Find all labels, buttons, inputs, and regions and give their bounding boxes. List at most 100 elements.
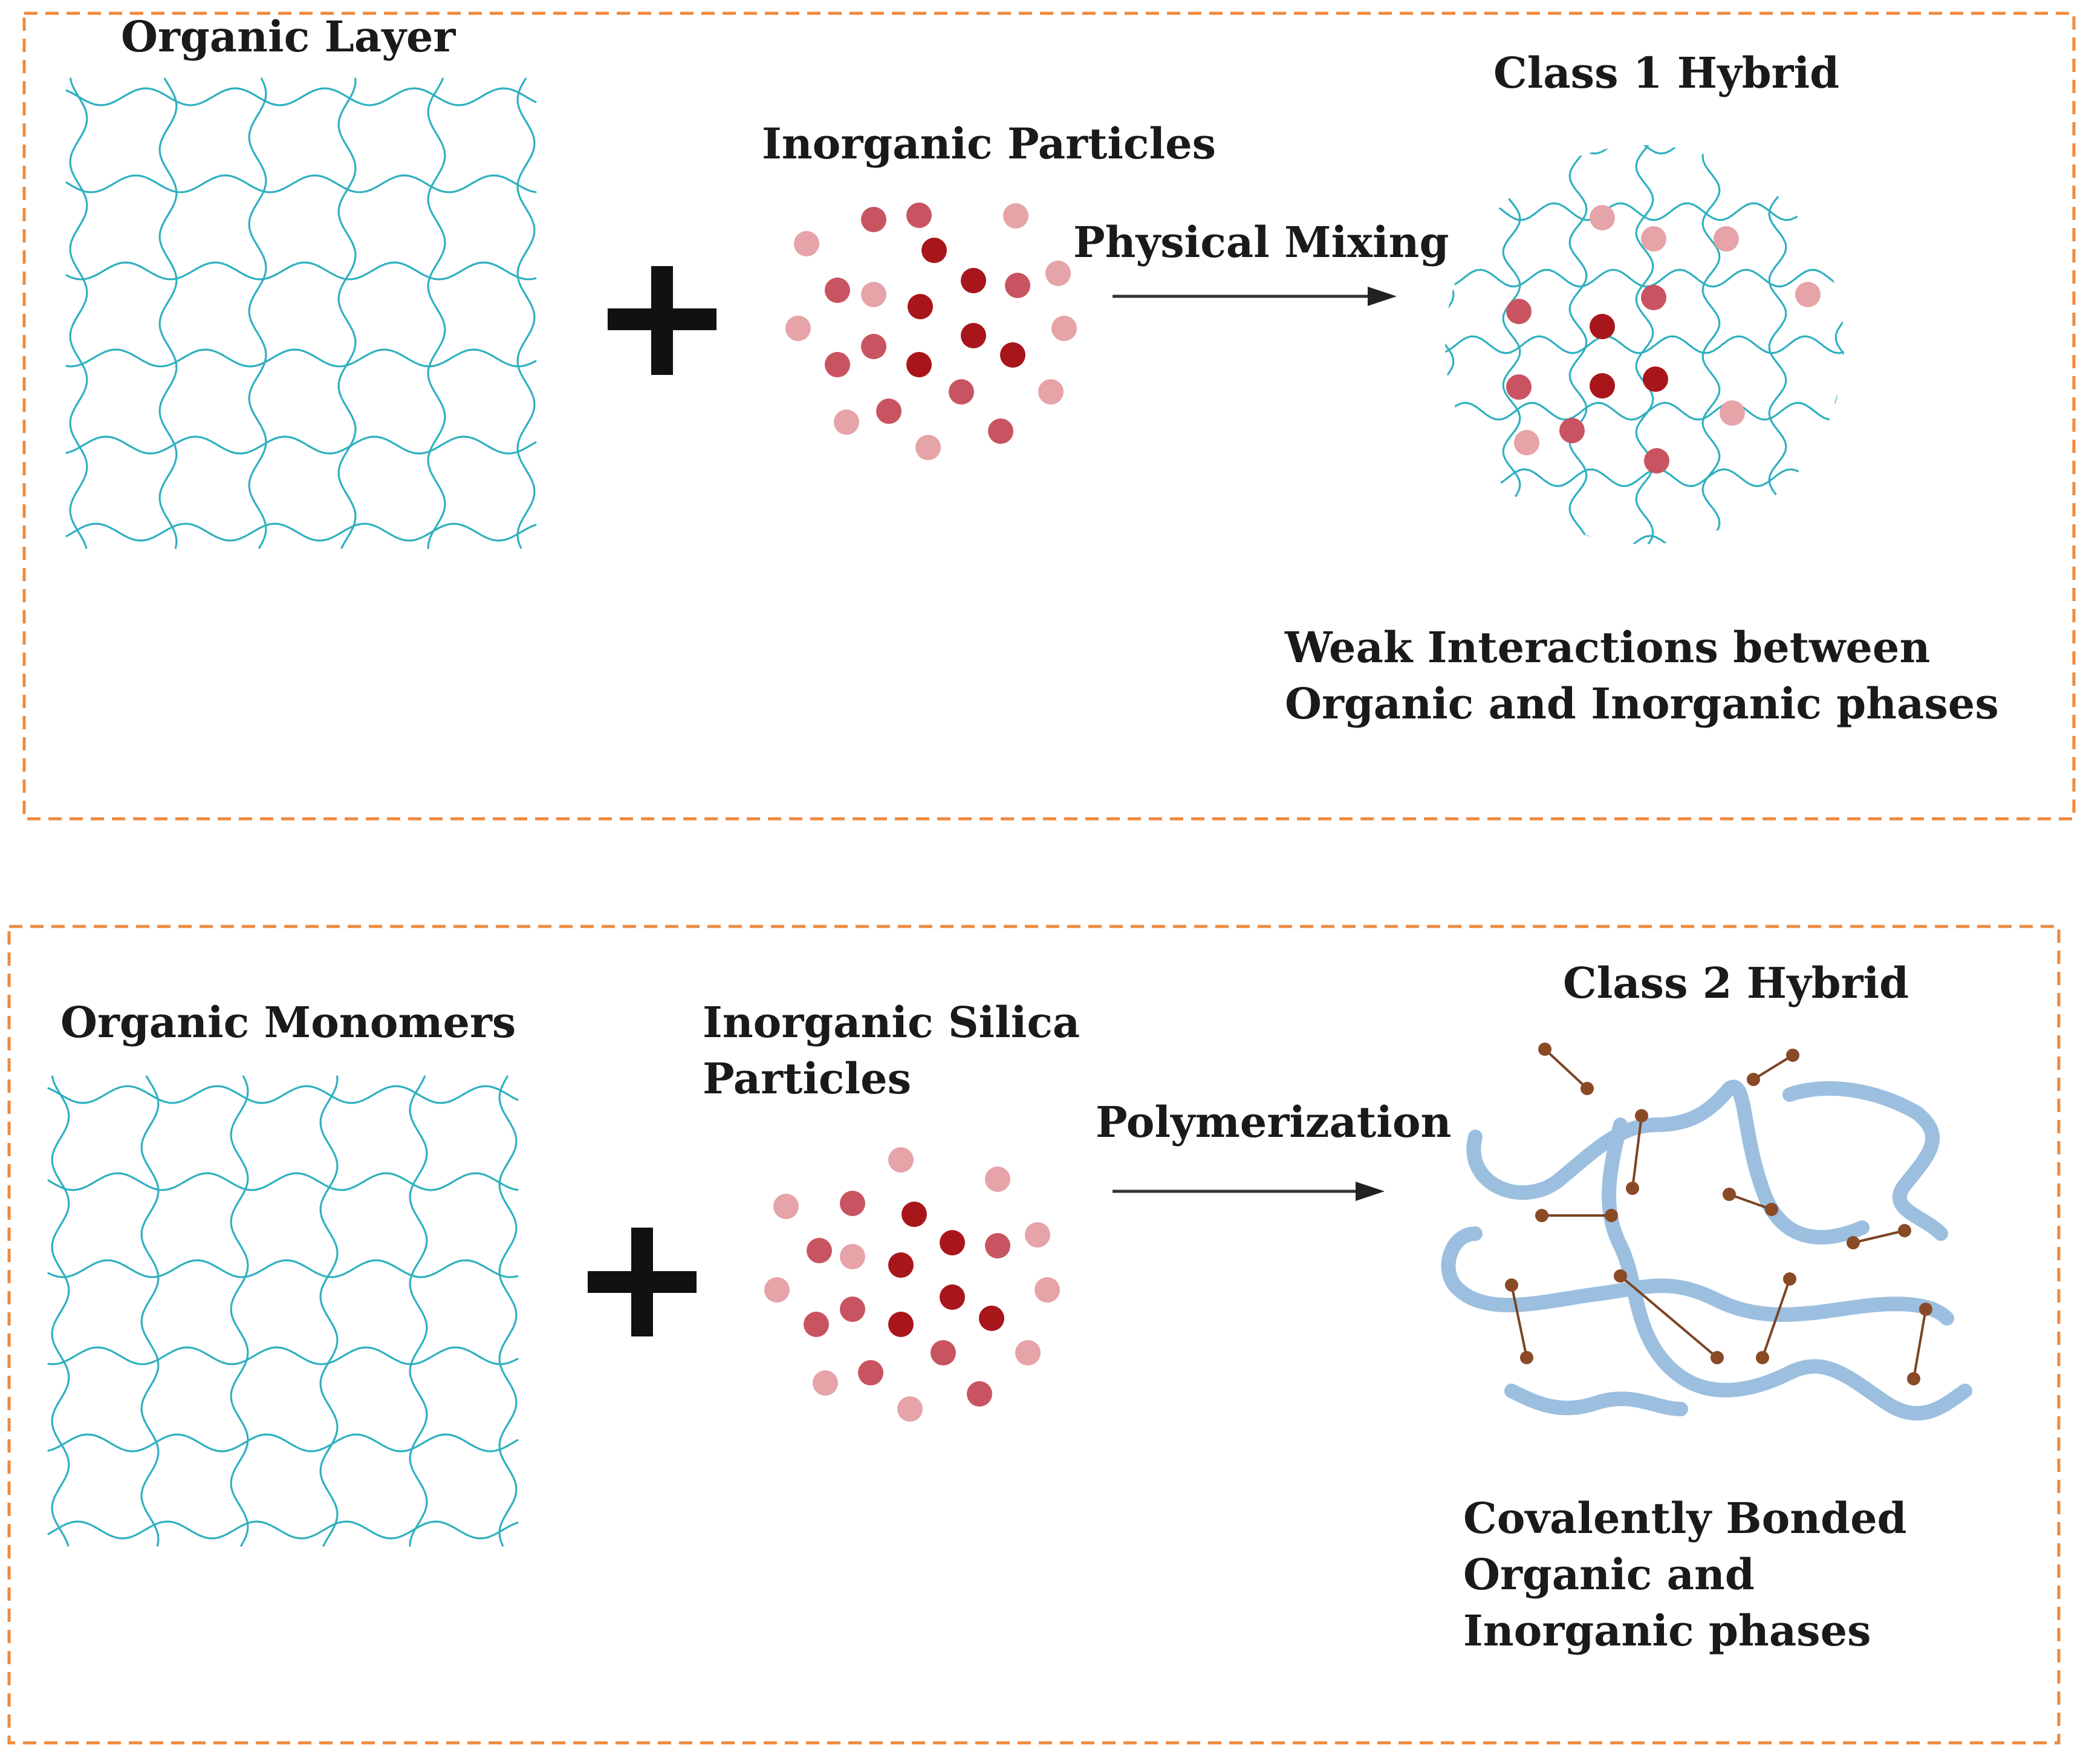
mesh-strand (516, 77, 536, 549)
particle (1641, 285, 1666, 310)
mesh-strand (47, 1433, 519, 1453)
particle (840, 1297, 865, 1322)
bond-node (1765, 1203, 1778, 1216)
bond-node (1786, 1049, 1799, 1062)
particle (931, 1340, 956, 1365)
mesh-strand (1502, 145, 1521, 544)
mesh-strand (1445, 468, 1844, 487)
mesh-strand (47, 1520, 519, 1540)
particle (813, 1370, 838, 1396)
bond-node (1898, 1224, 1911, 1237)
particle (961, 323, 986, 348)
particle (1590, 205, 1615, 230)
bond-nodes (1505, 1043, 1932, 1385)
particle (773, 1194, 799, 1219)
inorganic-silica-label-line-2: Particles (703, 1053, 911, 1104)
particle (1005, 273, 1030, 298)
organic-layer-mesh (65, 77, 537, 549)
bond-node (1747, 1073, 1760, 1086)
inorganic-silica-label-line-1: Inorganic Silica (703, 997, 1080, 1047)
mesh-strand (1445, 535, 1844, 544)
mesh-strand (140, 1075, 160, 1547)
bond-node (1919, 1303, 1932, 1316)
particle (888, 1147, 914, 1173)
mesh-strand (65, 261, 537, 281)
covalent-bonds (1510, 1048, 1927, 1379)
particle (902, 1202, 927, 1227)
mesh-strand (248, 77, 267, 549)
particle (1590, 373, 1615, 399)
polymer-chains (1441, 1079, 1972, 1421)
class-2-hybrid-label: Class 2 Hybrid (1563, 958, 1909, 1008)
mesh-strand (1445, 269, 1844, 288)
particle (1051, 316, 1077, 341)
particle (915, 435, 941, 460)
particle (1038, 379, 1064, 405)
panel-class-2: Organic Monomers Inorganic Silica Partic… (7, 925, 2061, 1745)
particle (988, 418, 1013, 444)
bond-node (1538, 1043, 1551, 1056)
particle (804, 1312, 829, 1337)
particle (840, 1191, 865, 1216)
panel-1-frame (22, 11, 2076, 821)
particle (861, 334, 886, 359)
class-1-hybrid-structure (1445, 145, 1844, 544)
polymerization-arrow (1113, 1182, 1385, 1201)
mesh-strand (1635, 145, 1654, 544)
particle (807, 1238, 832, 1263)
particle (1035, 1277, 1060, 1303)
particle (961, 268, 986, 293)
organic-monomers-label: Organic Monomers (60, 997, 516, 1047)
bond-node (1723, 1188, 1736, 1201)
mesh-strand (427, 77, 446, 549)
mesh-strand (1445, 402, 1844, 421)
class-2-description-line-3: Inorganic phases (1463, 1606, 1871, 1656)
class-2-hybrid-structure (1441, 1043, 1972, 1421)
particle (794, 231, 819, 256)
mesh-strand (47, 1085, 519, 1104)
particle (985, 1233, 1010, 1258)
particle (940, 1284, 965, 1310)
particle (949, 379, 974, 405)
particle (1559, 418, 1585, 443)
plus-sign-1 (608, 266, 716, 375)
particle (785, 316, 811, 341)
mesh-strand (1568, 145, 1588, 544)
particle (967, 1381, 992, 1407)
bond-node (1520, 1351, 1533, 1364)
plus-sign-2 (588, 1228, 697, 1336)
mesh-strand (47, 1172, 519, 1191)
particle (1590, 314, 1615, 339)
mesh-strand (319, 1075, 339, 1547)
mesh-strand (47, 1346, 519, 1365)
mesh-strand (230, 1075, 249, 1547)
particle (1003, 203, 1028, 229)
bond-node (1535, 1209, 1548, 1222)
mesh-strand (1701, 145, 1721, 544)
panel-class-1: Organic Layer Inorganic Particles Physic… (22, 11, 2076, 821)
inorganic-silica-particles-cluster (764, 1147, 1060, 1422)
bond-node (1907, 1372, 1920, 1385)
particle (888, 1252, 914, 1278)
particle (985, 1167, 1010, 1192)
particle (940, 1230, 965, 1255)
mesh-strand (158, 77, 178, 549)
particle (1643, 366, 1668, 392)
particle (764, 1277, 790, 1303)
particle (1720, 400, 1745, 426)
particle (1506, 299, 1532, 324)
mesh-strand (65, 435, 537, 455)
mesh-strand (65, 522, 537, 542)
particle (897, 1396, 923, 1422)
hybrid-1-particles (1506, 205, 1821, 474)
mesh-strand (337, 77, 357, 549)
bond-node (1711, 1351, 1724, 1364)
particle (921, 238, 947, 263)
particle (908, 294, 933, 319)
particle (1641, 226, 1666, 252)
mesh-strand (69, 77, 88, 549)
organic-monomers-mesh (47, 1075, 519, 1547)
mesh-strand (1768, 145, 1787, 544)
bond-node (1614, 1269, 1627, 1283)
bond-node (1605, 1209, 1618, 1222)
